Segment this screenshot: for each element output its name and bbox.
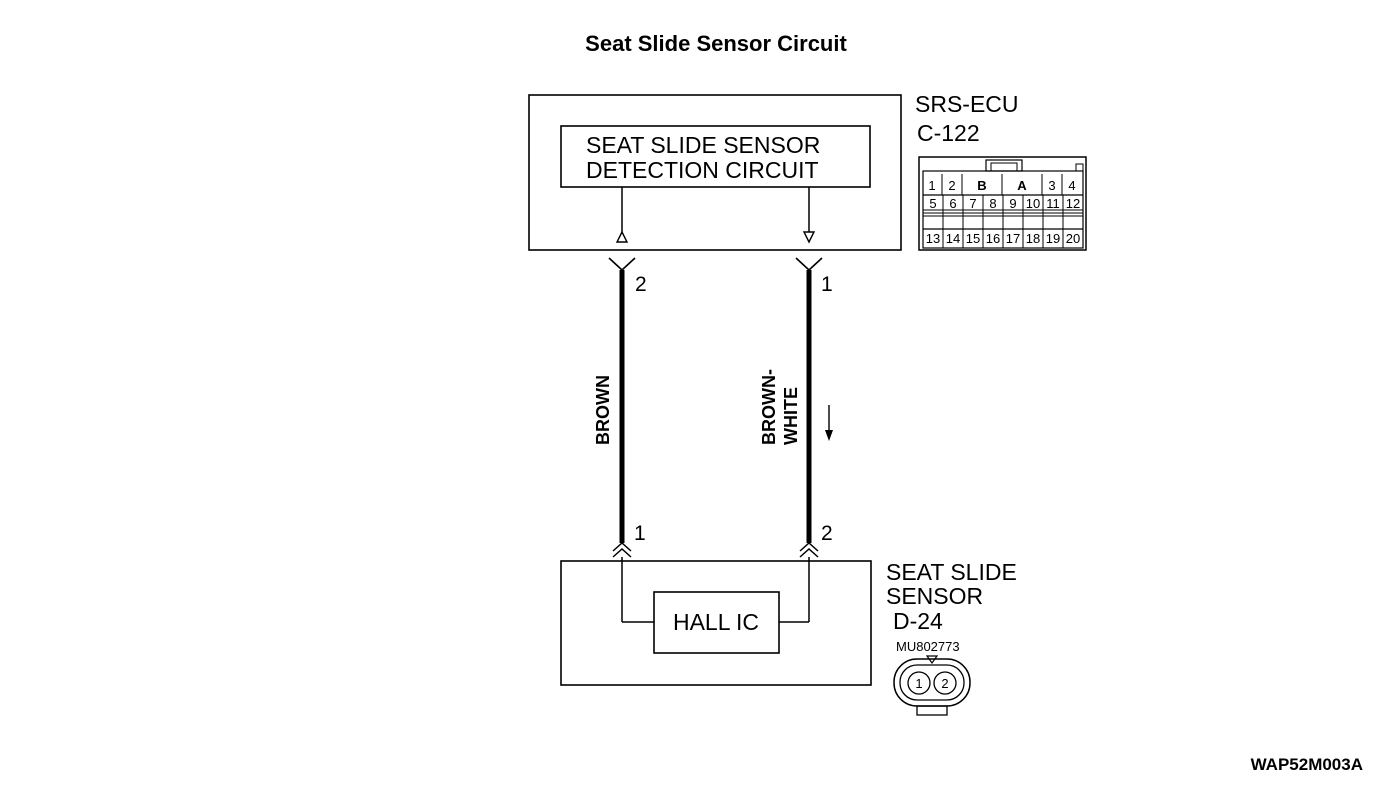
ecu-pin-label: 10 (1026, 196, 1040, 211)
ecu-pin-label: A (1017, 178, 1027, 193)
ecu-pin-label: 2 (948, 178, 955, 193)
ecu-pin-label: 15 (966, 231, 980, 246)
ecu-pin-label: 9 (1009, 196, 1016, 211)
ecu-connector-id: C-122 (917, 120, 980, 146)
hall-ic-label: HALL IC (673, 609, 759, 635)
srs-ecu-box (528, 94, 902, 251)
ecu-pin-label: 4 (1068, 178, 1075, 193)
ecu-pin-label: 7 (969, 196, 976, 211)
ecu-left-terminal-icon (608, 257, 636, 272)
sensor-right-terminal-icon (799, 541, 819, 558)
right-wire-color-line2: WHITE (781, 387, 801, 445)
detection-circuit-box (560, 125, 871, 188)
sensor-part-number: MU802773 (896, 639, 960, 654)
sensor-connector-pin: 2 (941, 676, 948, 691)
sensor-connector-pin: 1 (915, 676, 922, 691)
ecu-name: SRS-ECU (915, 91, 1019, 117)
ecu-pin-label: 17 (1006, 231, 1020, 246)
ecu-pin-label: 8 (989, 196, 996, 211)
ecu-pin-label: 11 (1046, 196, 1060, 211)
ecu-pin-label: 20 (1066, 231, 1080, 246)
ecu-pin-label: 1 (928, 178, 935, 193)
ecu-pin-label: 14 (946, 231, 960, 246)
ecu-pin-label: 19 (1046, 231, 1060, 246)
ecu-right-pin-number: 1 (821, 273, 833, 296)
ecu-pin-label: 3 (1048, 178, 1055, 193)
sensor-connector-face: 1 2 (893, 655, 971, 716)
sensor-right-pin-number: 2 (821, 522, 833, 545)
right-terminal-arrow-icon (802, 231, 816, 244)
ecu-pin-label: 13 (926, 231, 940, 246)
right-wire-color-line1: BROWN- (759, 369, 779, 445)
left-wire-color: BROWN (593, 375, 613, 445)
ecu-pin-label: 12 (1066, 196, 1080, 211)
ecu-pin-label: 5 (929, 196, 936, 211)
ecu-pin-label: B (977, 178, 986, 193)
ecu-right-terminal-icon (795, 257, 823, 272)
sensor-name-line1: SEAT SLIDE (886, 559, 1017, 585)
seat-slide-sensor-box (560, 560, 872, 686)
sensor-name-line2: SENSOR (886, 583, 983, 609)
ecu-pin-label: 18 (1026, 231, 1040, 246)
diagram-title: Seat Slide Sensor Circuit (585, 31, 847, 56)
ecu-pin-label: 16 (986, 231, 1000, 246)
sensor-left-pin-number: 1 (634, 522, 646, 545)
ecu-left-pin-number: 2 (635, 273, 647, 296)
sensor-connector-id: D-24 (893, 608, 943, 634)
figure-code: WAP52M003A (1251, 755, 1363, 774)
left-terminal-arrow-icon (615, 230, 629, 243)
ecu-connector-face: 1 2 B A 3 4 5 6 7 8 9 10 11 12 13 14 15 … (918, 156, 1087, 251)
hall-ic-box (653, 591, 780, 654)
detection-circuit-line1: SEAT SLIDE SENSOR (586, 132, 820, 158)
detection-circuit-line2: DETECTION CIRCUIT (586, 157, 819, 183)
ecu-pin-label: 6 (949, 196, 956, 211)
sensor-left-terminal-icon (612, 541, 632, 558)
